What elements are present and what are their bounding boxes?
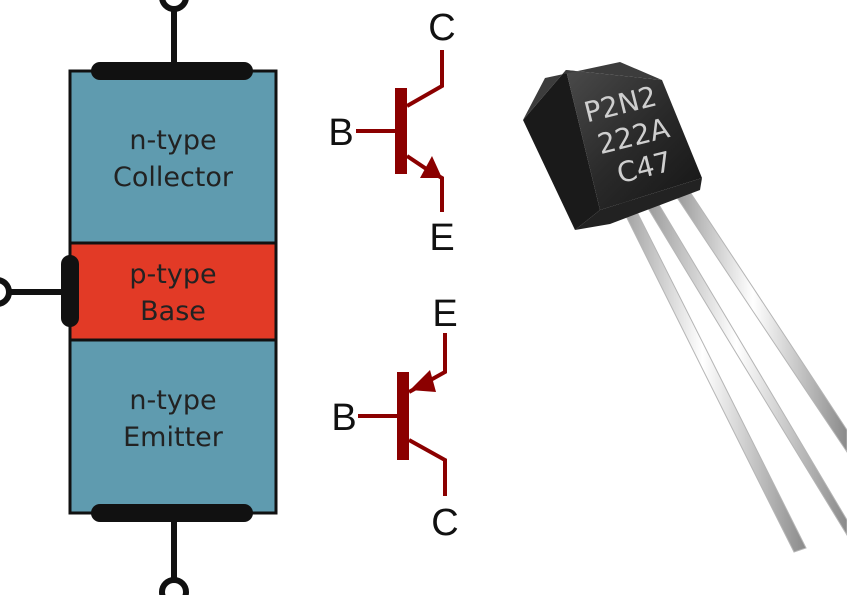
npn-collector-lead [406,50,444,108]
collector-type-label: n-type [129,125,216,156]
collector-name-label: Collector [113,162,234,193]
pnp-emitter-arrow [410,370,436,392]
npn-collector-pin-label: C [428,7,455,49]
pnp-base-bar [397,372,409,460]
collector-terminal [159,0,189,12]
emitter-terminal [159,577,189,595]
transistor-lead-middle [645,202,847,536]
npn-emitter-arrow [420,156,442,178]
emitter-layer [68,338,278,515]
npn-layer-diagram: n-type Collector p-type Base n-type Emit… [0,0,278,595]
base-terminal [0,277,12,307]
transistor-lead-right [675,191,847,453]
transistor-body-side [523,70,600,230]
npn-base-bar [395,88,407,174]
npn-symbol [356,50,444,212]
transistor-body-base [575,178,702,230]
collector-layer [68,69,278,245]
npn-emitter-pin-label: E [429,217,454,259]
transistor-lead-left [617,197,807,553]
transistor-body-face [566,70,702,210]
pnp-collector-lead [408,438,447,496]
emitter-name-label: Emitter [123,422,224,453]
pnp-emitter-pin-label: E [432,293,457,335]
base-name-label: Base [140,296,206,327]
to92-transistor-photo [523,62,847,553]
pnp-symbol [358,333,447,496]
emitter-type-label: n-type [129,385,216,416]
pnp-base-pin-label: B [331,397,356,439]
npn-base-pin-label: B [328,112,353,154]
base-type-label: p-type [129,259,216,290]
transistor-body-top [523,62,662,120]
npn-emitter-lead [405,154,444,212]
pnp-collector-pin-label: C [431,502,458,544]
